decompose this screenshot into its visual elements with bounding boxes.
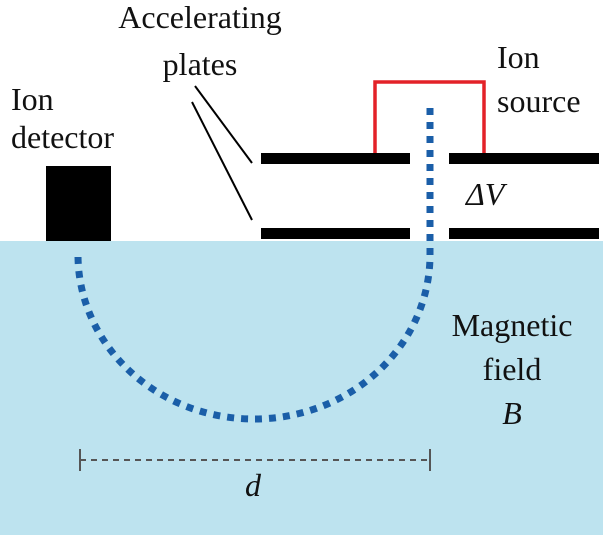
magnetic-field-label-line1: Magnetic <box>452 307 573 343</box>
ion-detector-label-line2: detector <box>11 119 114 155</box>
ion-source-label-line1: Ion <box>497 39 540 75</box>
magnetic-field-region <box>0 241 603 535</box>
magnetic-field-label-line2: field <box>483 351 542 387</box>
ion-source-wire <box>373 80 486 153</box>
plate-pointer-upper <box>194 85 253 164</box>
distance-label: d <box>245 467 262 503</box>
magnetic-field-label-line3: B <box>502 395 522 431</box>
ion-detector-label-line1: Ion <box>11 81 54 117</box>
lower-plate-right <box>449 228 599 239</box>
lower-plate-left <box>261 228 410 239</box>
ion-detector-block <box>46 166 111 241</box>
ion-source-label-line2: source <box>497 83 581 119</box>
delta-v-label: ΔV <box>464 176 508 212</box>
accelerating-label-line2: plates <box>163 46 238 82</box>
ion-path <box>74 108 434 423</box>
upper-plate-left <box>261 153 410 164</box>
upper-plate-right <box>449 153 599 164</box>
accelerating-label-line1: Accelerating <box>118 0 281 35</box>
plate-pointer-lower <box>191 101 253 221</box>
